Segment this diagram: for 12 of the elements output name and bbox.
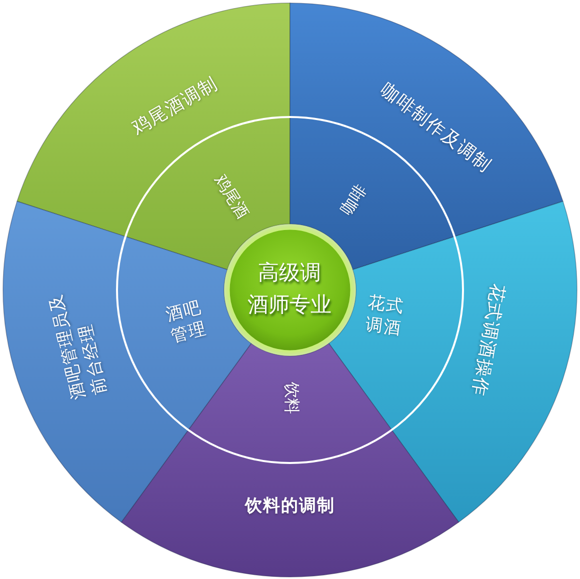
course-label: 鸡尾酒调制	[128, 72, 222, 140]
course-label: 酒吧管理员及前台经理	[44, 290, 112, 402]
category-label: 酒吧管理	[164, 296, 210, 348]
category-label: 鸡尾酒	[210, 171, 253, 223]
center-title: 高级调酒师专业	[247, 260, 332, 318]
course-label: 咖啡制作及调制	[376, 78, 496, 178]
course-label: 花式调酒操作	[466, 282, 510, 398]
category-label: 饮料	[281, 382, 302, 414]
pie-segment	[120, 342, 460, 578]
category-label: 花式调酒	[364, 292, 406, 340]
course-label: 饮料的调制	[245, 494, 335, 518]
category-label: 咖啡	[336, 180, 372, 220]
